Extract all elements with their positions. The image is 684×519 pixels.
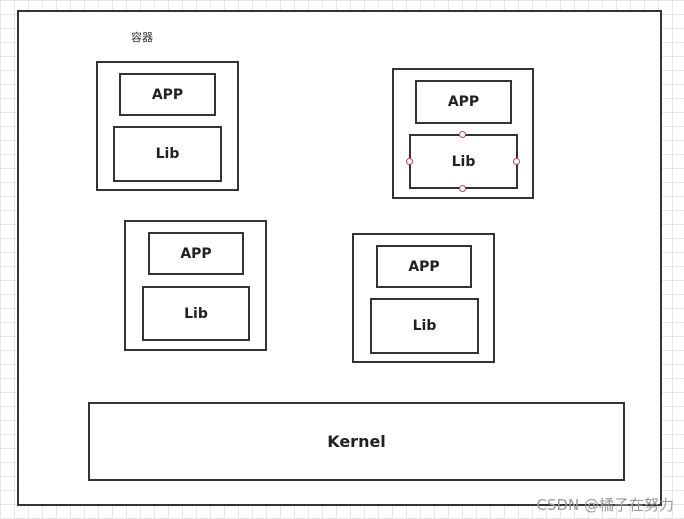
selection-handle-top[interactable] xyxy=(459,131,466,138)
kernel-box: Kernel xyxy=(88,402,625,481)
container-2-app-box: APP xyxy=(415,80,512,124)
selection-handle-left[interactable] xyxy=(406,158,413,165)
container-3-app-box: APP xyxy=(148,232,244,275)
container-2-lib-box[interactable]: Lib xyxy=(409,134,518,189)
container-3-lib-box: Lib xyxy=(142,286,250,341)
container-1-app-box: APP xyxy=(119,73,216,116)
selection-handle-right[interactable] xyxy=(513,158,520,165)
watermark: CSDN @橘子在努力 xyxy=(536,496,674,514)
container-4-lib-box: Lib xyxy=(370,298,479,354)
selection-handle-bottom[interactable] xyxy=(459,185,466,192)
container-1-lib-box: Lib xyxy=(113,126,222,182)
container-4-app-box: APP xyxy=(376,245,472,288)
container-caption: 容器 xyxy=(131,31,153,44)
